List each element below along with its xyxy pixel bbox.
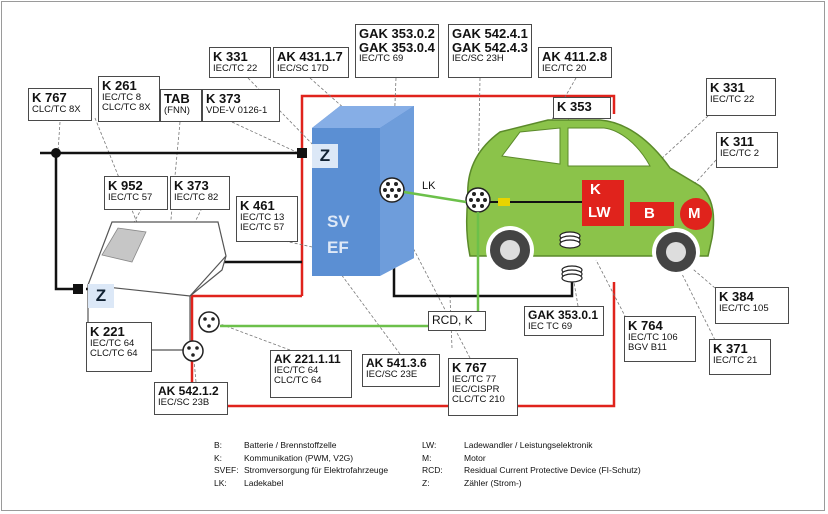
meter-marker-station (297, 148, 307, 158)
lw-component (582, 180, 624, 226)
socket-house-upper (198, 311, 220, 333)
legend-item: K:Kommunikation (PWM, V2G) (214, 452, 354, 463)
socket-station (379, 177, 405, 203)
legend-item: Z:Zähler (Strom-) (422, 477, 522, 488)
socket-car (465, 187, 491, 213)
lk-label: LK (422, 180, 436, 192)
ef-label: EF (327, 238, 349, 257)
legend-item: SVEF:Stromversorgung für Elektrofahrzeug… (214, 465, 389, 476)
meter-marker-house (73, 284, 83, 294)
label-rcd-k: RCD, K (428, 311, 486, 331)
legend-item: LK:Ladekabel (214, 477, 284, 488)
socket-house-lower (182, 340, 204, 362)
sv-label: SV (327, 212, 350, 231)
legend-right: LW:Ladewandler / Leistungselektronik M:M… (422, 440, 641, 490)
battery-component (630, 202, 674, 226)
meter-z-house: Z (88, 284, 114, 308)
legend-item: B:Batterie / Brennstoffzelle (214, 440, 337, 450)
coil-ground (561, 265, 583, 283)
red-boundary-lower (190, 282, 616, 408)
k-label: K (590, 181, 601, 198)
motor-component (680, 198, 712, 230)
legend-item: M:Motor (422, 452, 486, 463)
legend-item: LW:Ladewandler / Leistungselektronik (422, 440, 593, 450)
label-tab: TAB(FNN) (160, 89, 202, 122)
car-fuse (498, 198, 510, 206)
legend-left: B:Batterie / Brennstoffzelle K:Kommunika… (214, 440, 388, 490)
label-k353: K 353 (553, 97, 611, 119)
coil-car (559, 231, 581, 249)
red-boundary (300, 94, 616, 296)
meter-z-station: Z (312, 144, 338, 168)
m-label: M (688, 205, 701, 222)
legend-item: RCD:Residual Current Protective Device (… (422, 465, 641, 476)
lw-label: LW (588, 204, 611, 221)
grid-node (51, 148, 61, 158)
b-label: B (644, 205, 655, 222)
